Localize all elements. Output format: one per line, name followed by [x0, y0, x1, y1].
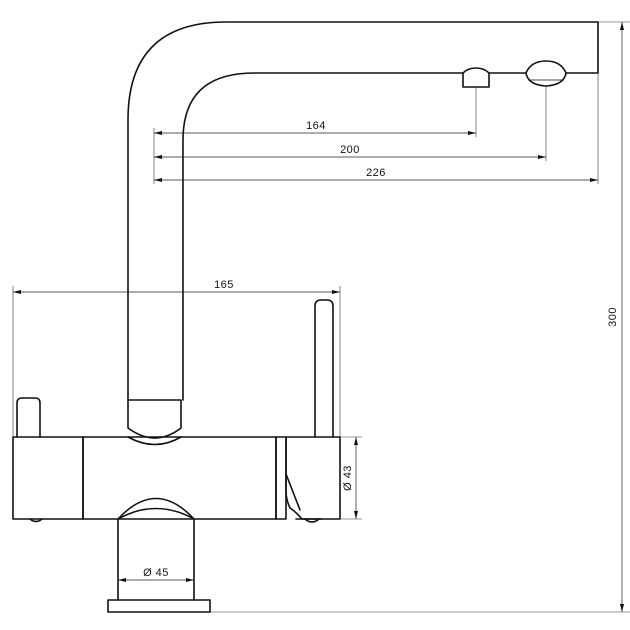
- faucet-outline: [12, 21, 599, 613]
- dim-label-164: 164: [306, 120, 326, 132]
- right-cap: [275, 436, 287, 520]
- right-lever: [314, 299, 334, 438]
- left-cap: [12, 436, 84, 520]
- aerator-small: [462, 72, 490, 88]
- spout: [127, 21, 599, 401]
- dimensions: 164 200 226 165 300 Ø 43: [12, 21, 630, 613]
- right-valve: [285, 436, 341, 520]
- dim-label-165: 165: [214, 279, 234, 291]
- left-handle: [16, 397, 41, 438]
- dim-label-d45: Ø 45: [143, 567, 169, 579]
- swivel-collar: [127, 399, 182, 439]
- dim-label-200: 200: [340, 144, 360, 156]
- dim-label-226: 226: [366, 167, 386, 179]
- dim-label-300: 300: [607, 307, 619, 327]
- mounting-plate: [107, 599, 211, 613]
- dim-label-d43: Ø 43: [342, 465, 354, 491]
- base-stem: [117, 518, 195, 601]
- aerator-large: [525, 72, 567, 87]
